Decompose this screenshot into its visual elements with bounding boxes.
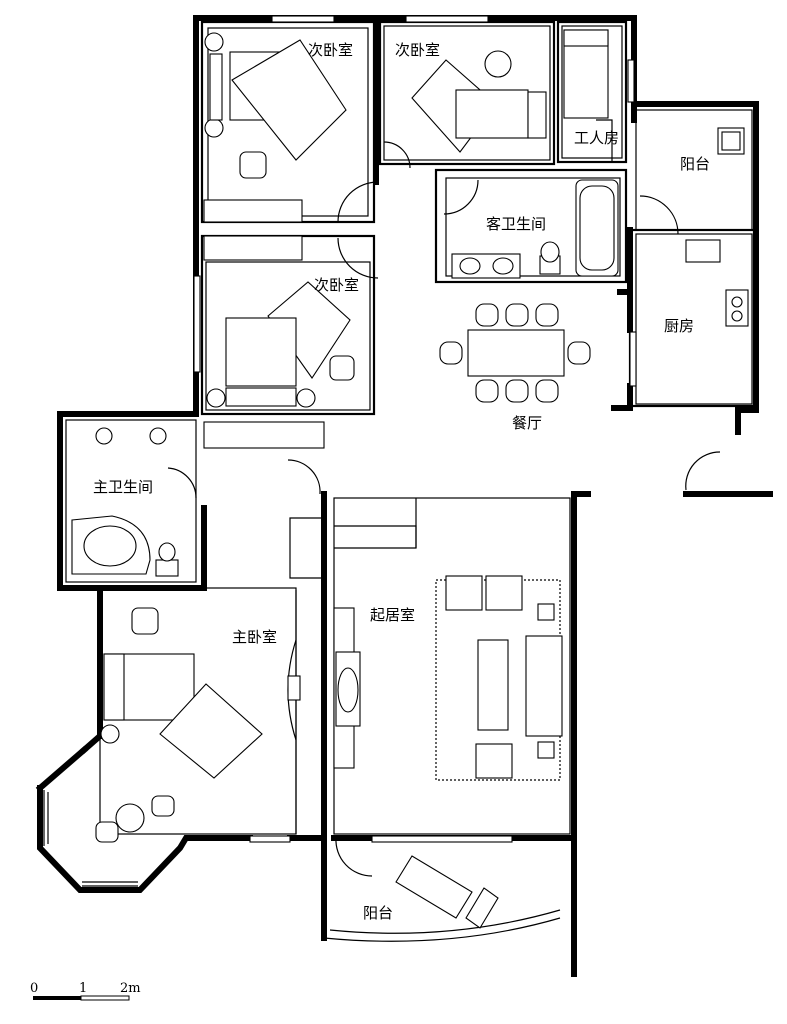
label-balcony-bottom: 阳台 [363,904,393,922]
room-labels: 次卧室 次卧室 工人房 阳台 客卫生间 次卧室 厨房 餐厅 主卫生间 起居室 主… [93,41,710,922]
label-bedroom2-a: 次卧室 [308,41,353,59]
dining-table [467,329,565,377]
chair-1 [239,151,267,179]
nightstand-icon [204,32,224,52]
label-bedroom2-c: 次卧室 [314,276,359,294]
label-master-bedroom: 主卧室 [232,628,277,646]
label-guest-bath: 客卫生间 [486,215,546,233]
bed-3 [225,317,297,387]
label-balcony-top: 阳台 [680,155,710,173]
scale-tick-2: 2m [120,981,141,996]
armchair-2 [484,50,512,78]
doors [167,119,721,877]
windows [43,15,637,887]
label-master-bath: 主卫生间 [93,478,153,496]
label-living-room: 起居室 [370,606,415,624]
label-bedroom2-b: 次卧室 [395,41,440,59]
scale-tick-0: 0 [30,981,38,996]
scale-tick-1: 1 [79,981,87,996]
bed-2 [455,89,529,139]
label-kitchen: 厨房 [664,317,694,335]
label-maid-room: 工人房 [574,129,619,147]
scale-bar: 0 1 2m [30,981,141,1001]
furniture [71,29,749,929]
label-dining: 餐厅 [512,414,542,432]
